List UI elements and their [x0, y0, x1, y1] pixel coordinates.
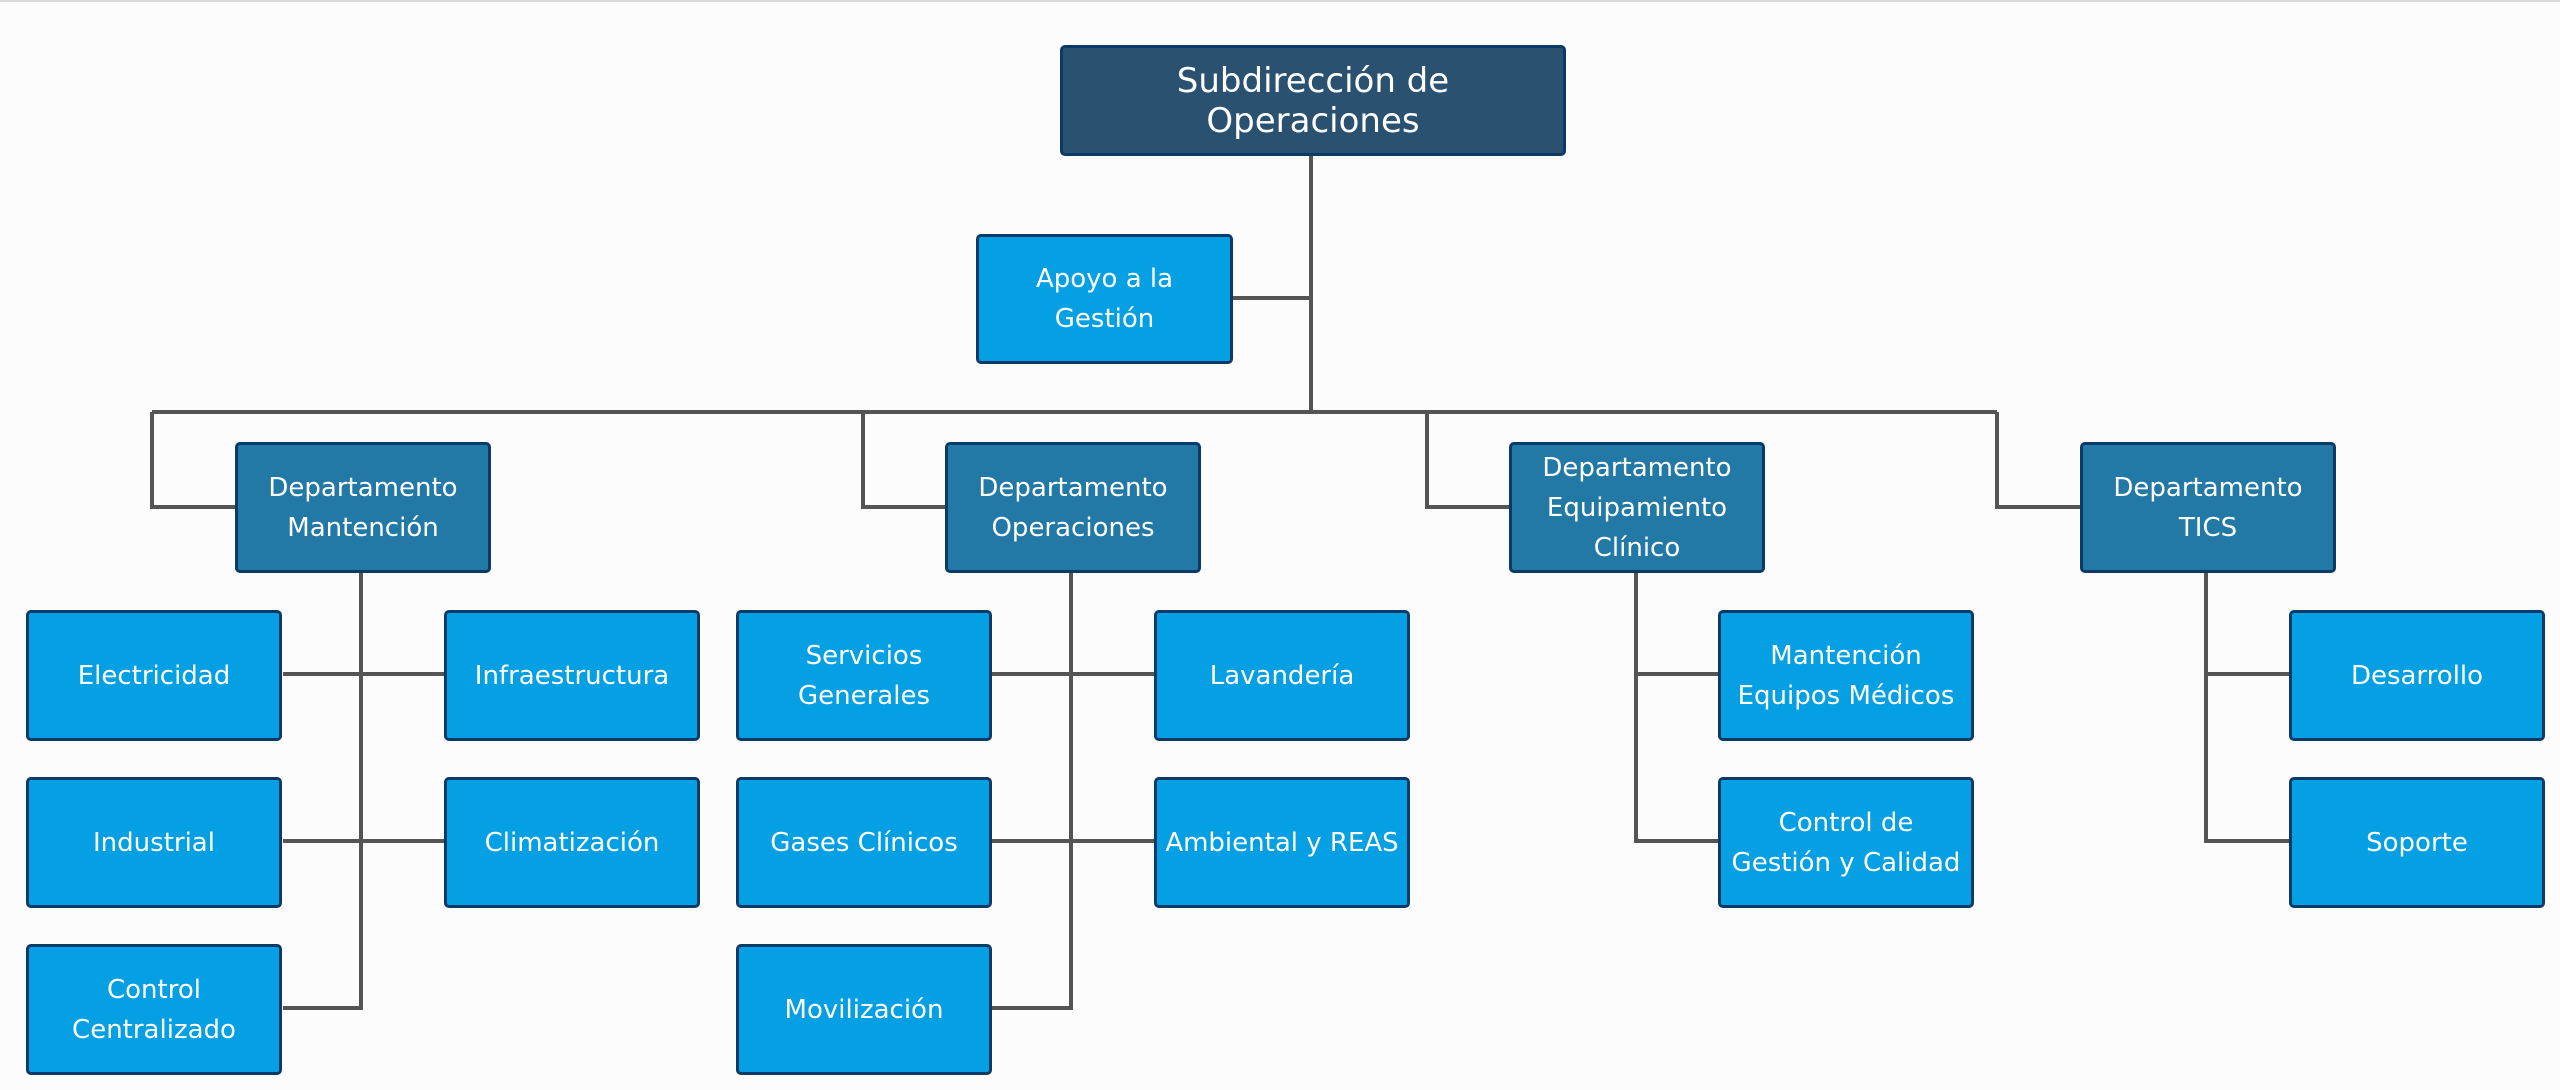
connector-dept-equipamiento: [1425, 412, 1510, 509]
node-mantencion-equipos-medicos[interactable]: Mantención Equipos Médicos: [1718, 610, 1974, 741]
connector-operaciones-spine: [992, 572, 1073, 1010]
node-control-centralizado[interactable]: Control Centralizado: [26, 944, 282, 1075]
node-desarrollo[interactable]: Desarrollo: [2289, 610, 2545, 741]
node-control-gestion-calidad[interactable]: Control de Gestión y Calidad: [1718, 777, 1974, 908]
connector-dept-tics: [1995, 412, 2081, 509]
node-industrial[interactable]: Industrial: [26, 777, 282, 908]
node-subdireccion-operaciones[interactable]: Subdirección de Operaciones: [1060, 45, 1566, 156]
node-servicios-generales[interactable]: Servicios Generales: [736, 610, 992, 741]
node-soporte[interactable]: Soporte: [2289, 777, 2545, 908]
node-lavanderia[interactable]: Lavandería: [1154, 610, 1410, 741]
node-dept-mantencion[interactable]: Departamento Mantención: [235, 442, 491, 573]
node-climatizacion[interactable]: Climatización: [444, 777, 700, 908]
connector-dept-mantencion: [150, 412, 236, 509]
connector-dept-operaciones: [861, 412, 946, 509]
node-infraestructura[interactable]: Infraestructura: [444, 610, 700, 741]
node-ambiental-reas[interactable]: Ambiental y REAS: [1154, 777, 1410, 908]
connector-tics-spine: [2204, 572, 2290, 843]
node-dept-tics[interactable]: Departamento TICS: [2080, 442, 2336, 573]
node-dept-equipamiento[interactable]: Departamento Equipamiento Clínico: [1509, 442, 1765, 573]
connector-equipamiento-spine: [1634, 572, 1719, 843]
node-apoyo-gestion[interactable]: Apoyo a la Gestión: [976, 234, 1233, 364]
connector-mantencion-spine: [283, 572, 363, 1010]
node-electricidad[interactable]: Electricidad: [26, 610, 282, 741]
node-movilizacion[interactable]: Movilización: [736, 944, 992, 1075]
node-dept-operaciones[interactable]: Departamento Operaciones: [945, 442, 1201, 573]
node-gases-clinicos[interactable]: Gases Clínicos: [736, 777, 992, 908]
